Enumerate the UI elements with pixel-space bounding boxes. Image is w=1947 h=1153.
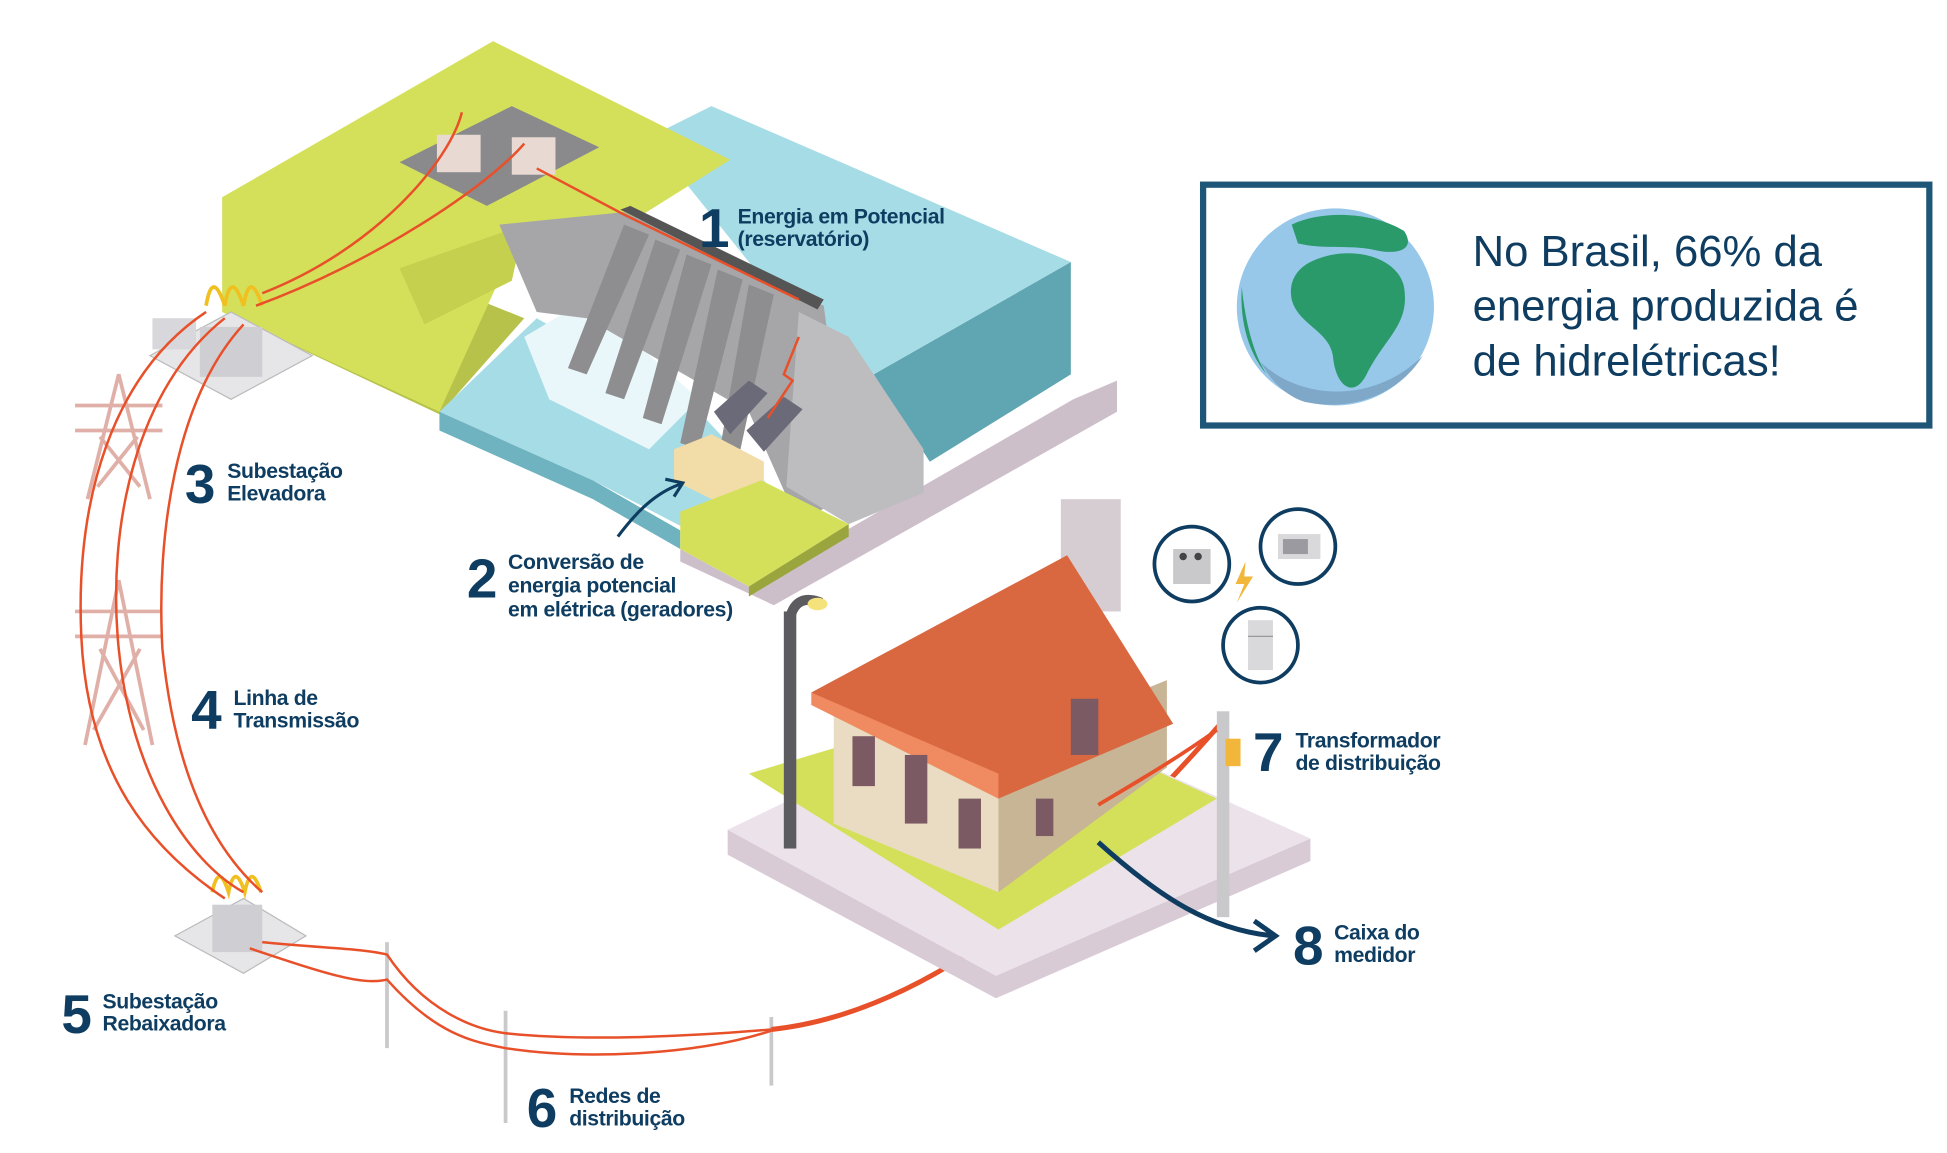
dam-substation-building	[399, 106, 600, 206]
land-top	[222, 41, 731, 412]
step-4-label: 4 Linha de Transmissão	[191, 679, 360, 741]
step-7-label: 7 Transformador de distribuição	[1253, 721, 1441, 783]
downstream-water-side	[439, 411, 681, 550]
windows	[852, 698, 1099, 849]
step-number: 4	[191, 679, 222, 741]
dam-crest	[620, 205, 824, 310]
generators	[713, 380, 803, 452]
lightning-icon	[1235, 561, 1254, 603]
step-text: distribuição	[569, 1108, 685, 1131]
substation-step-down	[173, 874, 308, 975]
bank-grass	[680, 480, 849, 587]
house-illustration	[616, 477, 1338, 999]
step-number: 1	[699, 197, 730, 259]
step-text: Elevadora	[227, 482, 326, 505]
step-text: Subestação	[227, 460, 343, 483]
transmission-tower-2	[75, 579, 163, 746]
step-number: 3	[185, 453, 216, 515]
meter-arrow	[1096, 840, 1274, 939]
appliance-stove-icon	[1152, 524, 1232, 604]
fact-text: energia produzida é	[1473, 282, 1859, 331]
generator-building	[674, 434, 764, 506]
step-text: em elétrica (geradores)	[508, 598, 733, 621]
step-text: Linha de	[234, 687, 319, 710]
step-text: energia potencial	[508, 575, 676, 598]
roof-edge	[811, 692, 999, 799]
step-text: (reservatório)	[738, 228, 869, 251]
step-text: Transformador	[1295, 729, 1440, 752]
step-text: Redes de	[569, 1085, 661, 1108]
step-number: 8	[1293, 915, 1324, 977]
street-lamp	[783, 594, 828, 849]
step-text: Transmissão	[234, 709, 360, 732]
step-number: 7	[1253, 721, 1284, 783]
globe-icon	[1236, 208, 1434, 406]
step-number: 2	[467, 548, 498, 610]
terraces	[399, 224, 525, 325]
step-text: Energia em Potencial	[738, 205, 945, 228]
step-5-label: 5 Subestação Rebaixadora	[61, 983, 226, 1045]
fact-box: No Brasil, 66% da energia produzida é de…	[1199, 181, 1933, 429]
appliance-microwave-icon	[1258, 507, 1338, 586]
step-8-label: 8 Caixa do medidor	[1293, 915, 1420, 977]
powerhouse-wall	[786, 311, 924, 525]
generator-arrow	[616, 482, 681, 538]
step-1-label: 1 Energia em Potencial (reservatório)	[699, 197, 945, 259]
dam-illustration	[222, 41, 1118, 606]
step-3-label: 3 Subestação Elevadora	[185, 453, 343, 515]
step-text: Rebaixadora	[103, 1013, 227, 1036]
generator-wire	[766, 336, 800, 419]
step-text: Caixa do	[1334, 922, 1420, 945]
step-number: 5	[61, 983, 92, 1045]
step-text: medidor	[1334, 944, 1415, 967]
step-number: 6	[527, 1077, 558, 1139]
step-2-label: 2 Conversão de energia potencial em elét…	[467, 548, 733, 622]
step-6-label: 6 Redes de distribuição	[527, 1077, 686, 1139]
distribution-transformer	[1225, 738, 1241, 767]
house-base-side	[727, 829, 1311, 999]
step-text: Conversão de	[508, 551, 644, 574]
fact-text: No Brasil, 66% da	[1473, 227, 1823, 276]
ground-shadow	[680, 380, 1118, 606]
bank-side	[748, 524, 849, 597]
reservoir-water	[649, 106, 1071, 375]
appliance-fridge-icon	[1221, 605, 1300, 685]
substation-step-up	[148, 285, 314, 401]
step-text: de distribuição	[1295, 752, 1441, 775]
step-text: Subestação	[103, 990, 219, 1013]
reservoir-side	[873, 262, 1071, 462]
transmission-tower-1	[75, 373, 163, 500]
fact-text: de hidrelétricas!	[1473, 337, 1781, 386]
